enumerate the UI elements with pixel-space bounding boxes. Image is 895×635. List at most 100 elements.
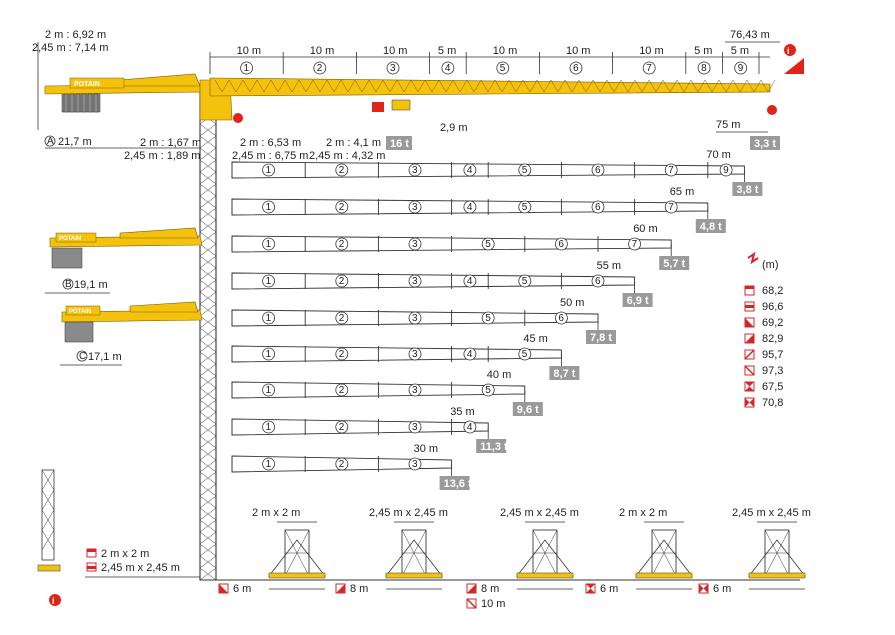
segment-number: 1 — [266, 202, 272, 213]
base-bottom-dim: 6 m — [600, 583, 618, 595]
segment-number: 7 — [646, 63, 652, 74]
segment-number: 2 — [339, 276, 345, 287]
segment-number: 3 — [412, 239, 418, 250]
segment-number: 3 — [412, 385, 418, 396]
base-top-dim: 2,45 m x 2,45 m — [500, 507, 579, 519]
base-bottom-dim: 10 m — [481, 598, 505, 610]
config-radius: 60 m — [633, 223, 657, 235]
segment-number: 2 — [339, 202, 345, 213]
segment-number: 2 — [339, 459, 345, 470]
counterjib-b: POTAIN B 19,1 m — [45, 227, 203, 294]
svg-text:3,8 t: 3,8 t — [736, 184, 758, 196]
height-legend-row: 82,9 — [744, 333, 783, 345]
base-unit: 2,45 m x 2,45 m 6 m — [698, 507, 811, 595]
trolley[interactable] — [372, 99, 411, 112]
height-value: 69,2 — [762, 317, 783, 329]
segment-length: 10 m — [639, 45, 663, 57]
svg-text:B: B — [65, 279, 72, 290]
segment-number: 1 — [266, 313, 272, 324]
tip-load-tag: 3,3 t — [750, 136, 780, 150]
segment-number: 7 — [668, 202, 674, 213]
segment-number: 3 — [412, 276, 418, 287]
segment-number: 2 — [339, 349, 345, 360]
segment-number: 1 — [266, 239, 272, 250]
segment-number: 3 — [412, 202, 418, 213]
brand-logo: POTAIN — [74, 81, 100, 88]
svg-text:POTAIN: POTAIN — [59, 236, 81, 242]
config-radius: 35 m — [450, 406, 474, 418]
segment-number: 2 — [339, 165, 345, 176]
config-radius: 45 m — [523, 333, 547, 345]
base-top-dim: 2,45 m x 2,45 m — [732, 507, 811, 519]
pivot-2m: 2 m : 6,53 m — [240, 137, 301, 149]
height-legend: (m) 68,296,669,282,995,797,367,570,8 — [744, 251, 783, 409]
segment-number: 2 — [339, 422, 345, 433]
svg-text:POTAIN: POTAIN — [69, 309, 91, 315]
height-value: 96,6 — [762, 301, 783, 313]
svg-text:9,6 t: 9,6 t — [517, 404, 539, 416]
segment-number: 6 — [573, 63, 579, 74]
svg-text:8,7 t: 8,7 t — [553, 368, 575, 380]
segment-number: 9 — [723, 165, 729, 176]
segment-length: 5 m — [694, 45, 712, 57]
segment-number: 3 — [412, 165, 418, 176]
segment-length: 10 m — [383, 45, 407, 57]
segment-number: 9 — [738, 63, 744, 74]
segment-number: 8 — [701, 63, 707, 74]
segment-number: 4 — [467, 276, 473, 287]
segment-length: 10 m — [493, 45, 517, 57]
height-legend-row: 96,6 — [744, 301, 783, 313]
info-icon[interactable] — [784, 44, 796, 56]
config-radius: 40 m — [487, 369, 511, 381]
base-top-dim: 2 m x 2 m — [619, 507, 667, 519]
svg-text:2,45 m x 2,45 m: 2,45 m x 2,45 m — [101, 562, 180, 574]
segment-length: 10 m — [310, 45, 334, 57]
svg-text:2 m x 2 m: 2 m x 2 m — [101, 548, 149, 560]
segment-number: 6 — [558, 313, 564, 324]
segment-length: 10 m — [237, 45, 261, 57]
trolley-dist: 2,9 m — [440, 122, 468, 134]
slope-icon — [784, 58, 804, 74]
svg-text:16 t: 16 t — [390, 138, 409, 150]
segment-number: 5 — [522, 349, 528, 360]
cj-dim-2m: 2 m : 1,67 m — [140, 137, 201, 149]
counterjib-main: POTAIN — [44, 73, 206, 113]
svg-text:7,8 t: 7,8 t — [590, 332, 612, 344]
total-radius: 76,43 m — [730, 29, 770, 41]
counterjib-a-radius: 21,7 m — [58, 136, 92, 148]
mast-section-legend: i 2 m x 2 m 2,45 m x 2,45 m — [37, 469, 200, 606]
config-radius: 55 m — [597, 260, 621, 272]
config-load-tag: 7,8 t — [586, 330, 616, 344]
segment-number: 2 — [339, 385, 345, 396]
segment-number: 7 — [668, 165, 674, 176]
segment-number: 2 — [339, 239, 345, 250]
segment-number: 2 — [339, 313, 345, 324]
segment-length: 10 m — [566, 45, 590, 57]
svg-text:i: i — [787, 46, 790, 56]
segment-number: 4 — [467, 349, 473, 360]
svg-text:17,1 m: 17,1 m — [88, 351, 122, 363]
segment-length: 5 m — [438, 45, 456, 57]
base-unit: 2,45 m x 2,45 m8 m — [335, 507, 448, 595]
info-icon[interactable] — [49, 594, 61, 606]
cj-dim-245m: 2,45 m : 1,89 m — [124, 150, 200, 162]
pivot-245m: 2,45 m : 6,75 m — [232, 150, 308, 162]
base-bottom-dim: 6 m — [713, 583, 731, 595]
svg-text:i: i — [52, 596, 55, 606]
height-value: 82,9 — [762, 333, 783, 345]
height-legend-row: 95,7 — [744, 349, 783, 361]
segment-number: 5 — [522, 276, 528, 287]
segment-number: 1 — [266, 349, 272, 360]
config-load-tag: 4,8 t — [695, 219, 726, 233]
segment-number: 1 — [244, 63, 250, 74]
segment-number: 4 — [467, 202, 473, 213]
mini-crane: i — [37, 469, 61, 606]
